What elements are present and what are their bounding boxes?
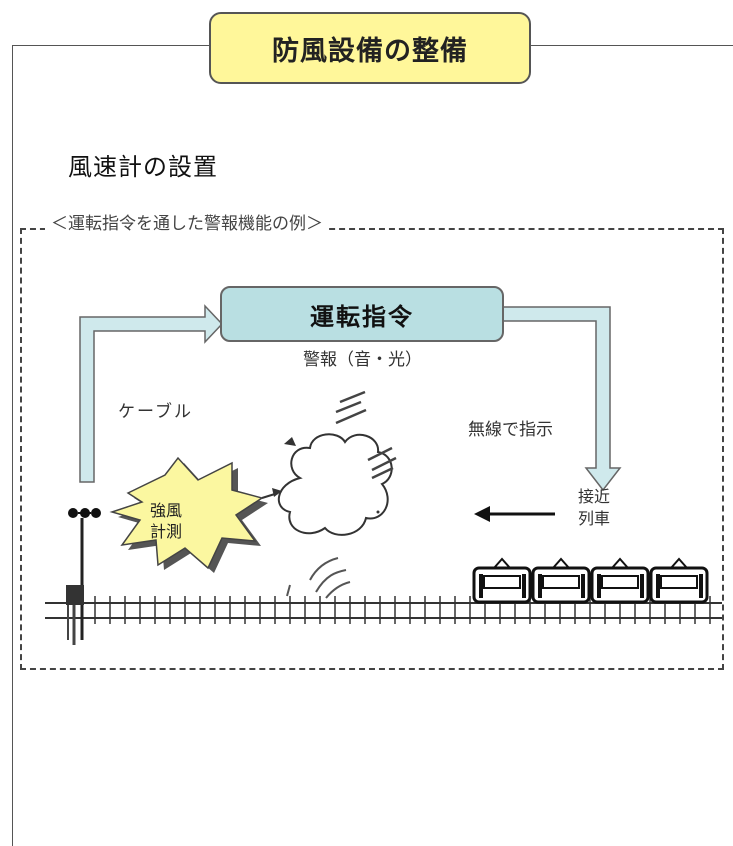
strong-wind-line2: 計測 (150, 522, 183, 541)
wind-lines-icon (335, 390, 367, 425)
approaching-train-label: 接近 列車 (578, 486, 610, 530)
train-car (590, 557, 650, 604)
cable-label: ケーブル (118, 402, 193, 422)
alarm-label: 警報（音・光） (303, 350, 422, 370)
train-car (531, 557, 591, 604)
starburst-icon (109, 456, 264, 570)
train-car (472, 557, 532, 604)
example-caption: ＜運転指令を通した警報機能の例＞ (45, 209, 329, 234)
cable-arrow (79, 304, 224, 483)
approaching-train-line1: 接近 (578, 487, 611, 506)
page-title: 防風設備の整備 (209, 12, 531, 84)
strong-wind-line1: 強風 (150, 501, 183, 520)
wind-cloud-icon (277, 433, 393, 536)
diagram-graphics (45, 304, 722, 645)
approaching-train-line2: 列車 (578, 509, 611, 528)
section-heading: 風速計の設置 (68, 153, 218, 181)
anemometer-icon (66, 508, 101, 645)
radio-instruction-label: 無線で指示 (468, 420, 553, 440)
train-car (649, 557, 709, 604)
example-box (20, 228, 724, 670)
strong-wind-label: 強風 計測 (150, 500, 182, 542)
radio-arrow (499, 306, 622, 492)
train-icon (472, 557, 709, 604)
command-center-box: 運転指令 (220, 286, 504, 342)
